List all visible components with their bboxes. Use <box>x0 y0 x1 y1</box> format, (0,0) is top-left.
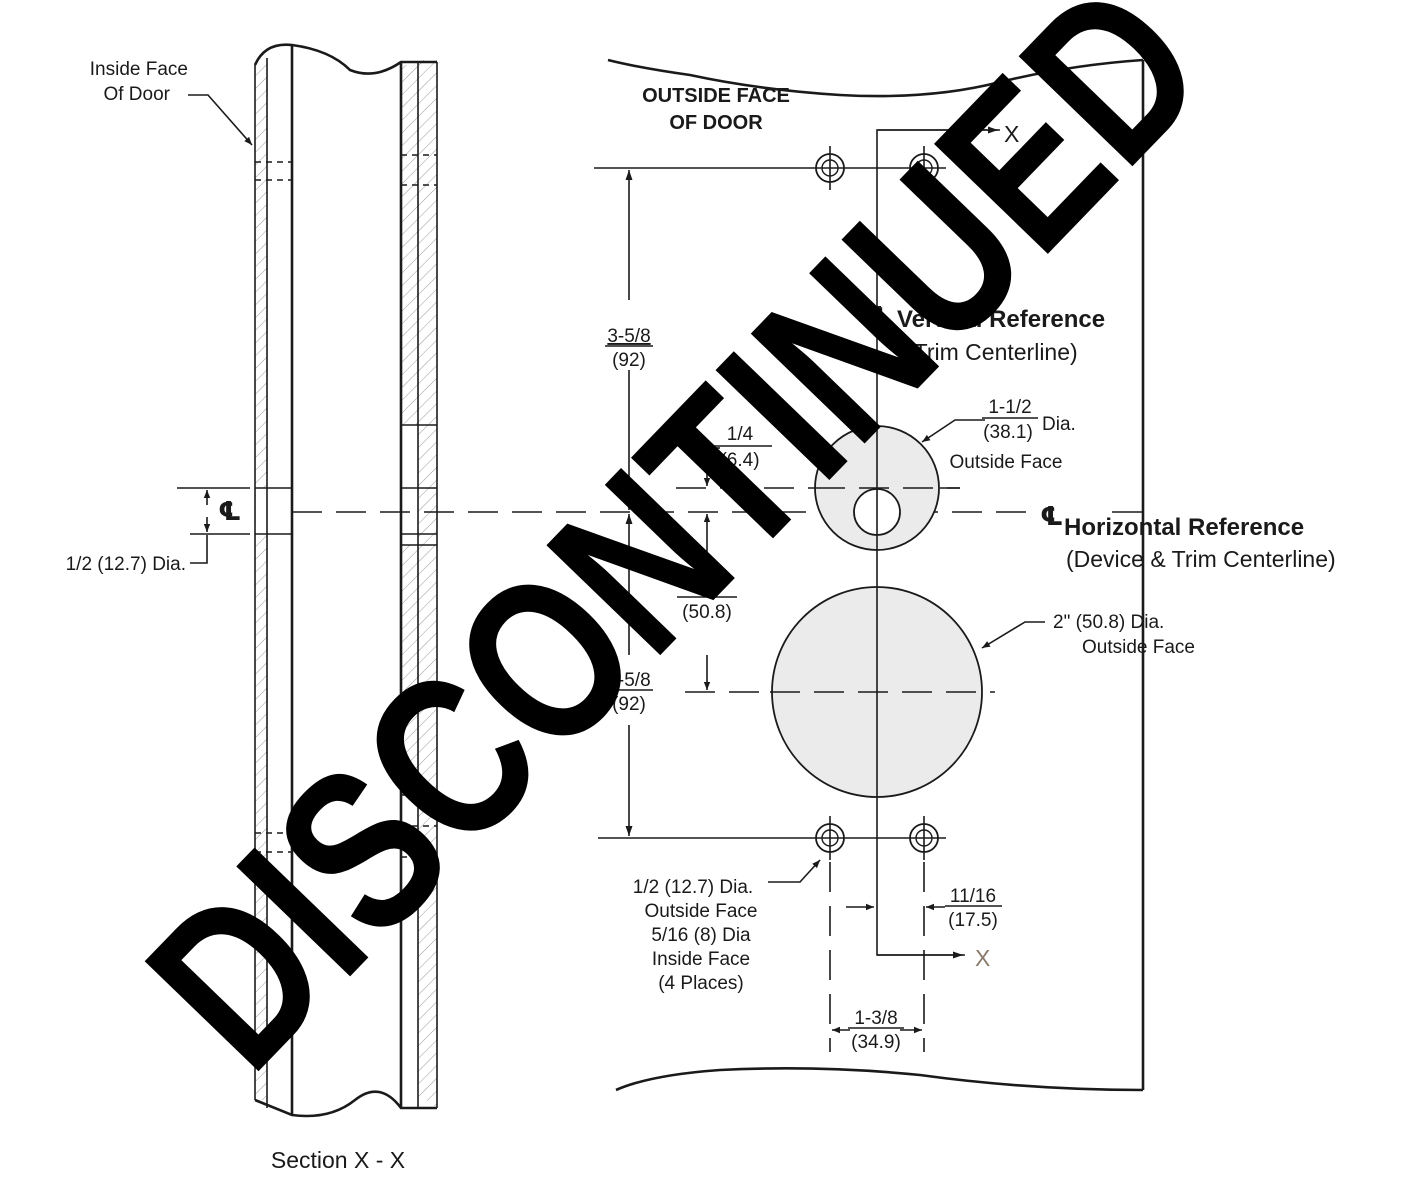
inside-face-leader <box>188 94 253 146</box>
screw-hole-line3: 5/16 (8) Dia <box>651 925 751 946</box>
large-hole-dia: 2" (50.8) Dia. <box>1053 612 1164 633</box>
face-view: OUTSIDE FACE OF DOOR X X 3-5/8 (92) 3-5/… <box>292 58 1336 1092</box>
horizontal-reference-symbol: ℄ <box>1040 501 1063 531</box>
outside-face-title-line2: OF DOOR <box>669 112 763 134</box>
screw-hole-bottom-left <box>808 816 852 860</box>
dim-upper-top: 3-5/8 <box>607 326 650 347</box>
dim-offset-top: 1/4 <box>727 424 754 445</box>
screw-hole-top-left <box>808 146 852 190</box>
screw-hole-bottom-right <box>902 816 946 860</box>
screw-hole-top-right <box>902 146 946 190</box>
section-caption: Section X - X <box>271 1147 405 1173</box>
screw-hole-line5: (4 Places) <box>658 973 744 994</box>
dim-hole-spacing-bottom: (34.9) <box>851 1032 901 1053</box>
small-hole-dia-suffix: Dia. <box>1042 414 1076 435</box>
dim-offset-bottom: (6.4) <box>720 450 759 471</box>
dim-lower-bottom: (92) <box>612 694 646 715</box>
vertical-reference-title: Vertical Reference <box>897 306 1105 333</box>
vertical-reference-subtitle: (Trim Centerline) <box>906 339 1078 365</box>
outside-face-title-line1: OUTSIDE FACE <box>642 85 790 107</box>
section-hole-label: 1/2 (12.7) Dia. <box>66 554 186 575</box>
dim-hole-offset-bottom: (17.5) <box>948 910 998 931</box>
inside-face-label-line1: Inside Face <box>90 59 188 80</box>
small-hole-dia-top: 1-1/2 <box>988 397 1031 418</box>
horizontal-reference-title: Horizontal Reference <box>1064 514 1304 541</box>
small-hole-face: Outside Face <box>950 452 1063 473</box>
large-hole-face: Outside Face <box>1082 637 1195 658</box>
dim-spacing-top: 2" <box>698 577 715 598</box>
section-view: Inside Face Of Door ℄ 1/2 (12.7) Dia. Se… <box>66 43 438 1173</box>
inside-face-label-line2: Of Door <box>103 84 170 105</box>
section-marker-bottom: X <box>975 945 990 971</box>
section-marker-top: X <box>1004 121 1019 147</box>
dim-upper-bottom: (92) <box>612 350 646 371</box>
vertical-reference-symbol: ℄ <box>868 301 891 331</box>
section-centerline-symbol: ℄ <box>218 496 241 526</box>
dim-lower-top: 3-5/8 <box>607 670 650 691</box>
dim-hole-spacing-top: 1-3/8 <box>854 1008 897 1029</box>
small-hole-dia-bottom: (38.1) <box>983 422 1033 443</box>
screw-hole-line2: Outside Face <box>645 901 758 922</box>
screw-hole-line1: 1/2 (12.7) Dia. <box>633 877 753 898</box>
horizontal-reference-subtitle: (Device & Trim Centerline) <box>1066 546 1336 572</box>
dim-spacing-bottom: (50.8) <box>682 602 732 623</box>
dim-hole-offset-top: 11/16 <box>950 886 996 907</box>
screw-hole-line4: Inside Face <box>652 949 750 970</box>
